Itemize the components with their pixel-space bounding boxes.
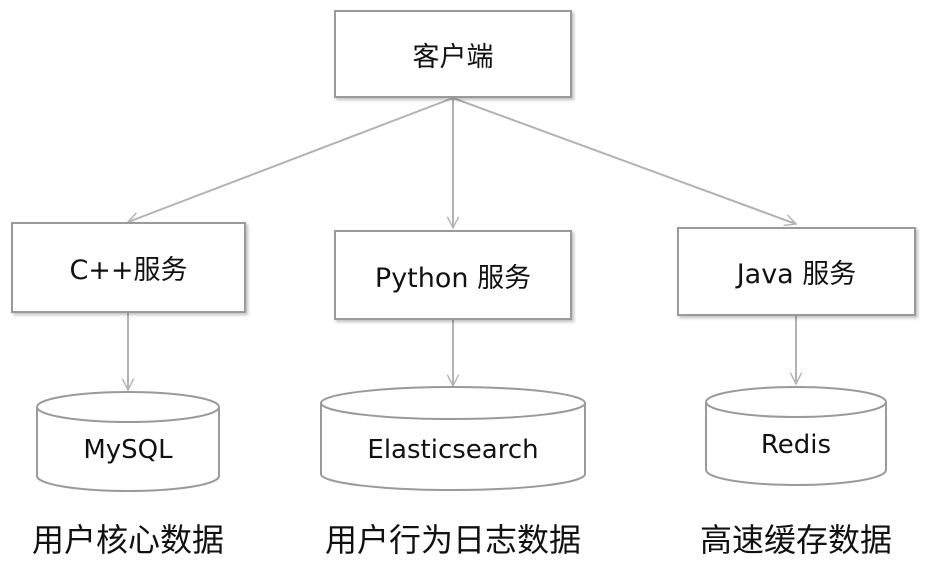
mysql-cylinder xyxy=(36,391,220,492)
mysql-caption: 用户核心数据 xyxy=(31,521,224,559)
cpp-service-box: C++服务 xyxy=(11,222,246,313)
edge-client-java xyxy=(452,97,796,224)
client-box: 客户端 xyxy=(334,10,572,98)
python-service-label: Python 服务 xyxy=(374,262,532,294)
redis-caption: 高速缓存数据 xyxy=(699,521,892,559)
elasticsearch-label: Elasticsearch xyxy=(367,435,539,465)
edge-client-cpp xyxy=(128,97,454,222)
java-service-box: Java 服务 xyxy=(677,227,916,316)
python-service-box: Python 服务 xyxy=(334,230,572,320)
elasticsearch-caption: 用户行为日志数据 xyxy=(324,521,581,559)
elasticsearch-cylinder xyxy=(320,386,586,491)
java-service-label: Java 服务 xyxy=(736,259,857,290)
cpp-service-label: C++服务 xyxy=(69,255,188,286)
redis-cylinder xyxy=(705,386,887,486)
client-label: 客户端 xyxy=(412,41,494,73)
redis-label: Redis xyxy=(760,430,832,460)
mysql-label: MySQL xyxy=(83,435,173,465)
